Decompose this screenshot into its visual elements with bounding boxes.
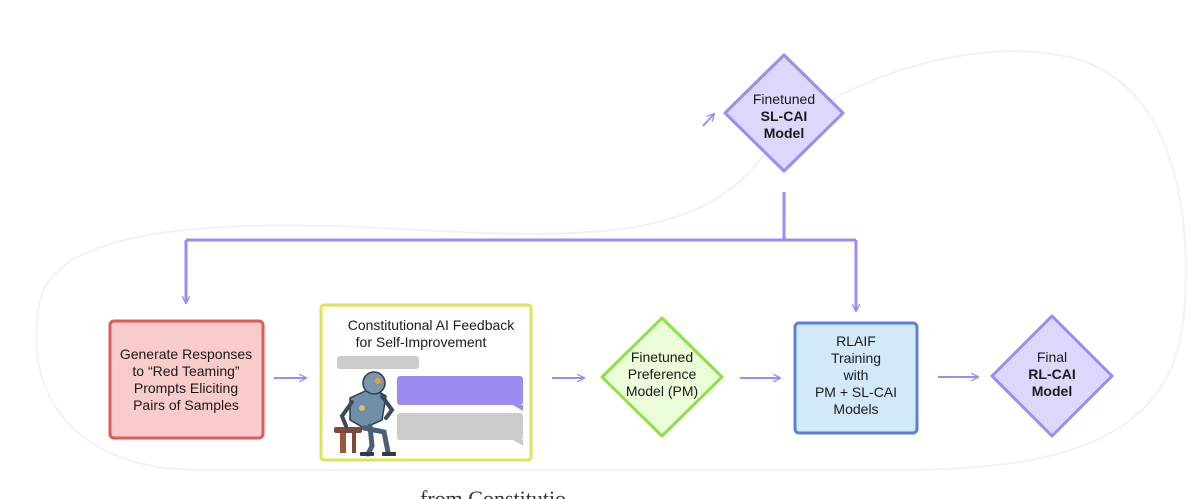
rl-cai-line2: RL-CAI (1028, 366, 1075, 382)
sl-cai-diamond (723, 53, 845, 173)
rlaif-line4: PM + SL-CAI (815, 384, 897, 400)
feedback-line2: for Self-Improvement (356, 334, 487, 350)
feedback-line1: Constitutional AI Feedback (348, 317, 516, 333)
generate-line4: Pairs of Samples (133, 397, 239, 413)
rlaif-line2: Training (831, 350, 881, 366)
robot-thinker-icon (334, 371, 396, 457)
generate-line1: Generate Responses (120, 346, 252, 362)
pm-diamond (600, 316, 724, 438)
chat-bubble-purple-tail (513, 405, 523, 411)
rl-cai-line3: Model (1032, 383, 1072, 399)
pm-line3: Model (PM) (626, 383, 698, 399)
node-preference-model: Finetuned Preference Model (PM) (600, 316, 724, 438)
node-generate-responses: Generate Responses to “Red Teaming” Prom… (108, 319, 265, 440)
pm-line2: Preference (628, 366, 697, 382)
chat-bubble-gray-small (337, 356, 419, 369)
generate-line2: to “Red Teaming” (132, 363, 239, 379)
sl-cai-line1: Finetuned (753, 91, 815, 107)
node-sl-cai-model: Finetuned SL-CAI Model (723, 53, 845, 173)
rl-cai-line1: Final (1037, 349, 1067, 365)
node-rlaif-training: RLAIF Training with PM + SL-CAI Models (793, 321, 919, 435)
rlaif-line1: RLAIF (836, 333, 876, 349)
rlaif-line3: with (843, 367, 869, 383)
generate-box (108, 319, 265, 440)
chat-bubble-gray-large (397, 413, 523, 440)
figure-caption: from Constitutio (420, 486, 566, 499)
chat-bubble-gray-tail (513, 440, 523, 446)
rlaif-box (793, 321, 919, 435)
rl-cai-diamond (990, 314, 1114, 438)
node-constitutional-feedback: Constitutional AI Feedback for Self-Impr… (319, 303, 533, 462)
chat-bubble-purple (397, 376, 523, 405)
sl-cai-line3: Model (764, 125, 804, 141)
background-outline (35, 50, 1187, 471)
node-rl-cai-model: Final RL-CAI Model (990, 314, 1114, 438)
rlaif-line5: Models (833, 401, 878, 417)
sl-cai-line2: SL-CAI (761, 108, 808, 124)
small-diagonal-arrow (702, 114, 714, 127)
pm-line1: Finetuned (631, 349, 693, 365)
generate-line3: Prompts Eliciting (134, 380, 238, 396)
